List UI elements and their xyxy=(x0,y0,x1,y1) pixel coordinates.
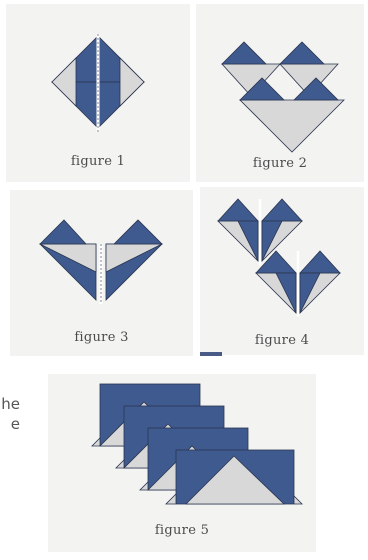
figure-2-panel: figure 2 xyxy=(196,4,364,182)
figure-3-panel: figure 3 xyxy=(10,190,193,356)
figure-5-panel: figure 5 xyxy=(48,374,316,552)
figure-3-caption: figure 3 xyxy=(10,330,193,345)
side-text-line-1: he xyxy=(0,394,20,414)
side-text: he e xyxy=(0,394,20,434)
figure-2-caption: figure 2 xyxy=(196,156,364,171)
scan-mark xyxy=(200,352,222,356)
figure-4-panel: figure 4 xyxy=(200,187,364,355)
figure-4-diagram xyxy=(200,187,364,355)
side-text-line-2: e xyxy=(0,414,20,434)
figure-5-caption: figure 5 xyxy=(48,523,316,538)
figure-1-caption: figure 1 xyxy=(6,154,190,169)
figure-4-caption: figure 4 xyxy=(200,333,364,348)
figure-1-panel: figure 1 xyxy=(6,4,190,182)
